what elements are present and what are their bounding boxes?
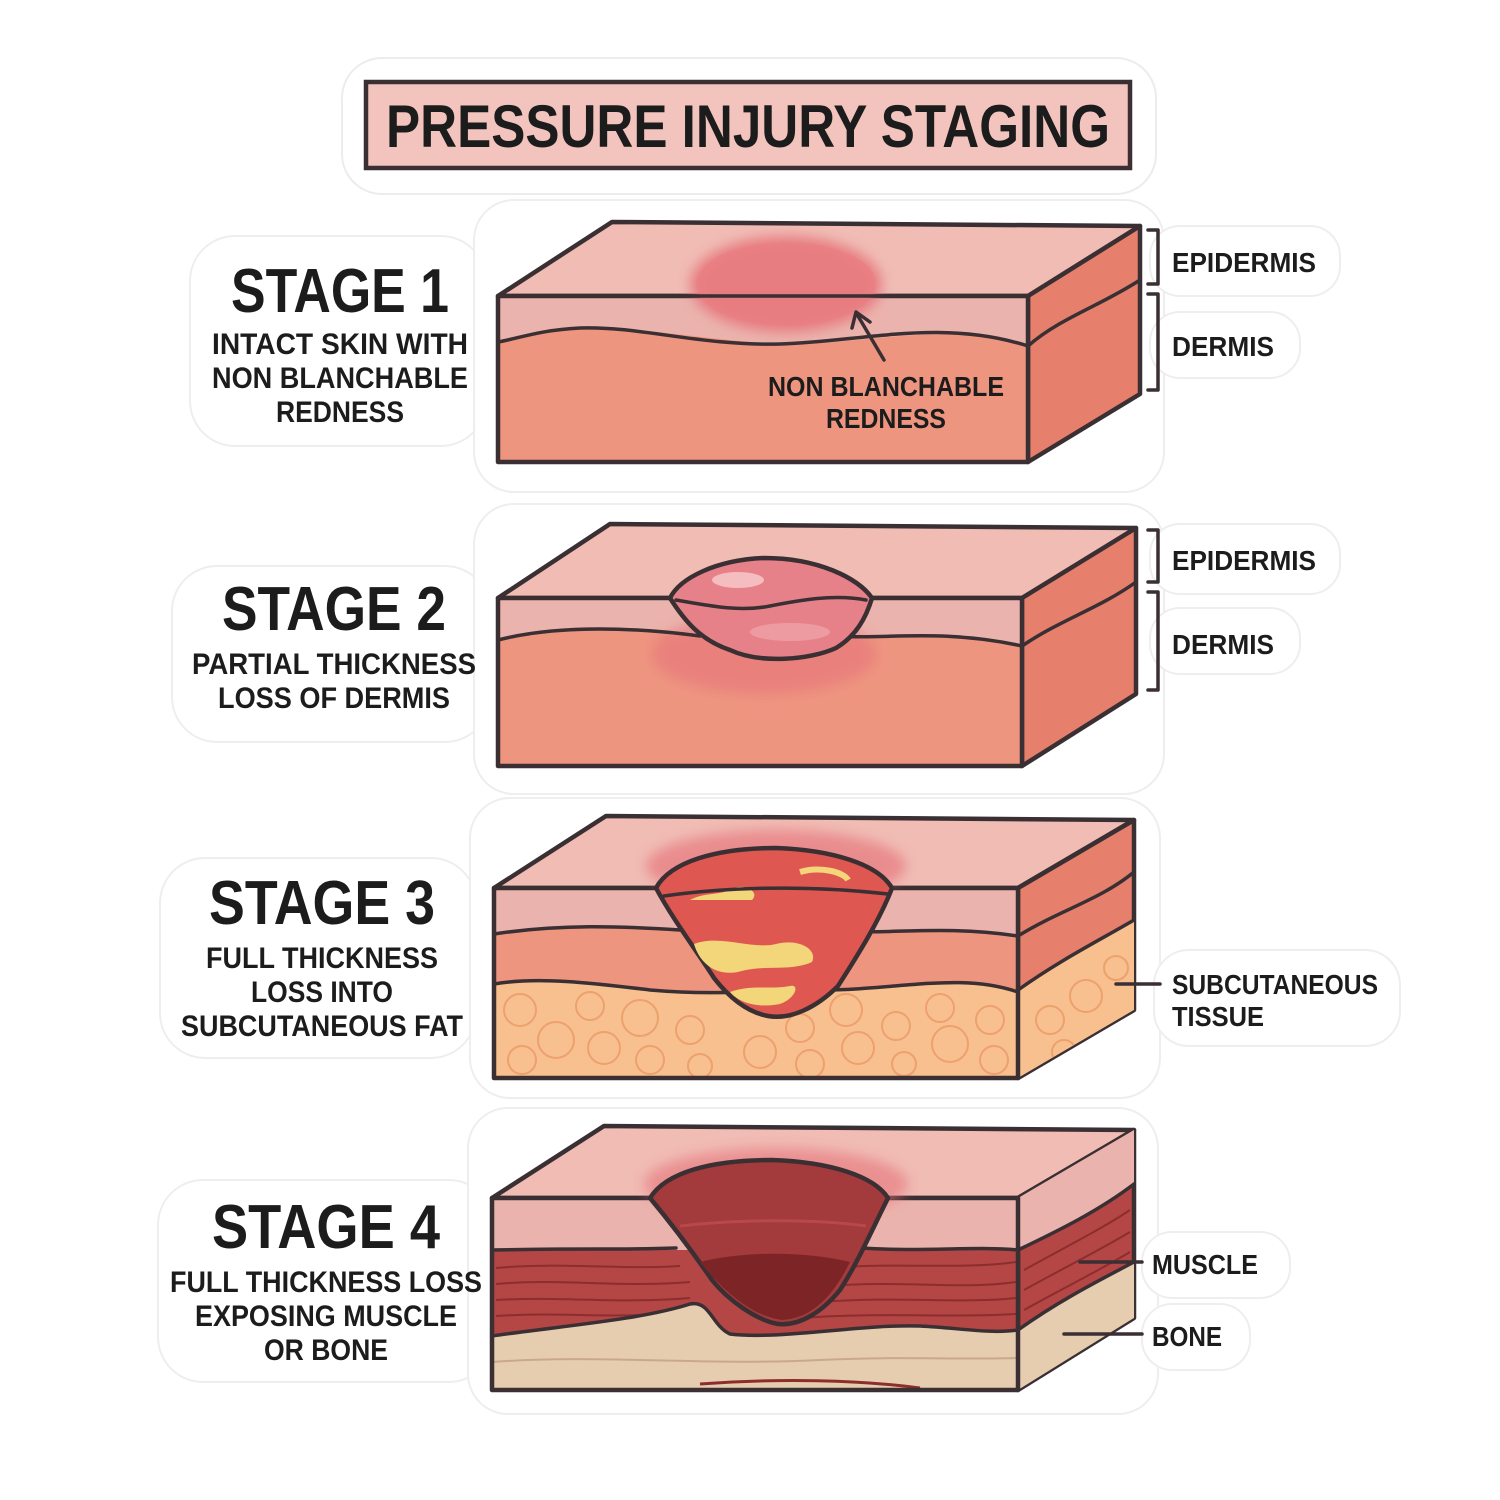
- stage-1-layer-dermis: DERMIS: [1172, 331, 1274, 362]
- dermis-bracket: [1146, 590, 1160, 692]
- stage-1-callout-line-1: NON BLANCHABLE: [768, 371, 1004, 402]
- fat-cells: [503, 991, 1009, 1078]
- stage-4-heading: STAGE 4: [212, 1193, 440, 1262]
- stage-4-description-line-1: FULL THICKNESS LOSS: [170, 1266, 482, 1299]
- stage-2-group: STAGE 2 PARTIAL THICKNESS LOSS OF DERMIS…: [171, 503, 1341, 795]
- stage-4-description-line-3: OR BONE: [264, 1334, 388, 1367]
- full-thickness-wound: [646, 830, 906, 1019]
- partial-thickness-wound: [667, 555, 875, 662]
- skin-block-stage-1: [495, 219, 1143, 465]
- stage-1-description-line-2: NON BLANCHABLE: [212, 362, 468, 395]
- stage-1-heading: STAGE 1: [231, 257, 449, 326]
- bone-layer: [492, 1303, 1018, 1390]
- stage-3-group: STAGE 3 FULL THICKNESS LOSS INTO SUBCUTA…: [159, 797, 1401, 1099]
- stage-1-description-line-3: REDNESS: [276, 396, 404, 429]
- stage-3-description-line-2: LOSS INTO: [251, 976, 393, 1009]
- stage-4-layer-bone: BONE: [1152, 1321, 1222, 1352]
- stage-3-heading: STAGE 3: [209, 869, 435, 938]
- stage-3-description-line-3: SUBCUTANEOUS FAT: [181, 1010, 463, 1043]
- stage-1-callout-line-2: REDNESS: [826, 403, 946, 434]
- epidermis-bracket: [1146, 528, 1160, 584]
- stage-1-group: NON BLANCHABLE REDNESS STAGE 1 INTACT SK…: [189, 199, 1341, 493]
- stage-4-description-line-2: EXPOSING MUSCLE: [195, 1300, 457, 1333]
- stage-2-layer-dermis: DERMIS: [1172, 629, 1274, 660]
- stage-3-layer-subcutaneous-line-1: SUBCUTANEOUS: [1172, 969, 1378, 1000]
- skin-block-stage-2: [495, 521, 1139, 769]
- stage-2-layer-epidermis: EPIDERMIS: [1172, 545, 1316, 576]
- stage-1-layer-epidermis: EPIDERMIS: [1172, 247, 1316, 278]
- title-banner: PRESSURE INJURY STAGING: [341, 57, 1157, 195]
- deep-wound-exposing-muscle: [644, 1148, 908, 1327]
- stage-4-layer-muscle: MUSCLE: [1152, 1249, 1258, 1280]
- stage-3-layer-subcutaneous-line-2: TISSUE: [1172, 1001, 1264, 1032]
- epidermis-bracket: [1146, 228, 1160, 286]
- stage-4-group: STAGE 4 FULL THICKNESS LOSS EXPOSING MUS…: [157, 1107, 1291, 1415]
- stage-2-heading: STAGE 2: [222, 575, 446, 644]
- skin-block-stage-4: [489, 1123, 1137, 1393]
- stage-3-description-line-1: FULL THICKNESS: [206, 942, 438, 975]
- stage-2-description-line-2: LOSS OF DERMIS: [218, 682, 450, 715]
- dermis-bracket: [1146, 292, 1160, 392]
- skin-block-stage-3: [491, 813, 1137, 1081]
- page-title: PRESSURE INJURY STAGING: [386, 93, 1110, 160]
- stage-1-description-line-1: INTACT SKIN WITH: [212, 328, 468, 361]
- stage-2-description-line-1: PARTIAL THICKNESS: [192, 648, 476, 681]
- redness-callout-arrow: [850, 310, 886, 362]
